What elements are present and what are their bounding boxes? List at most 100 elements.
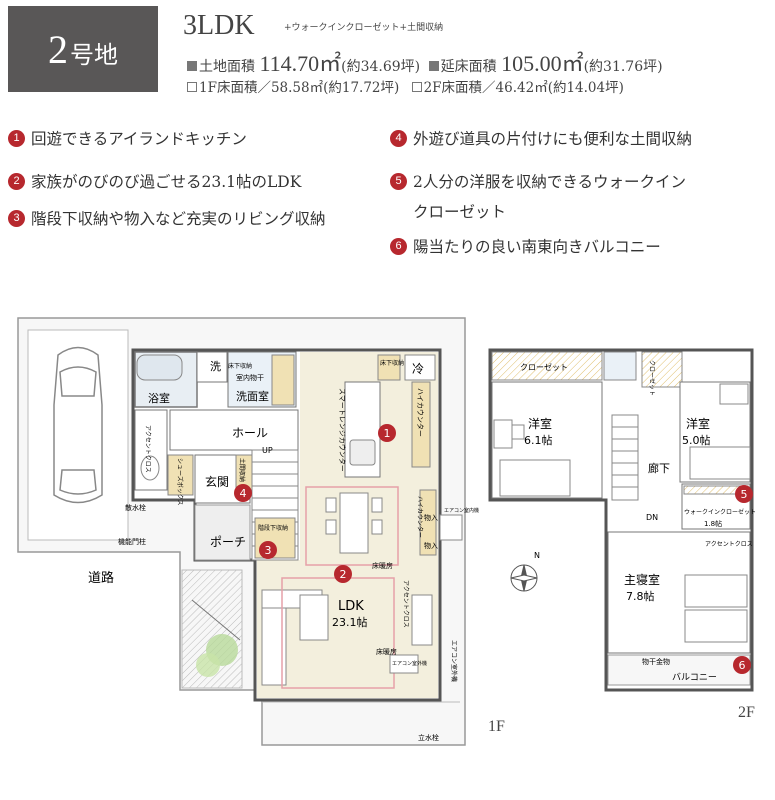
washroom-label: 洗面室 xyxy=(236,389,269,403)
floor-label: 延床面積 xyxy=(440,59,497,75)
marker-4: 4 xyxy=(234,484,252,502)
bed-master-1 xyxy=(684,574,748,608)
room1-size: 6.1帖 xyxy=(524,434,553,447)
area-main-line: 土地面積 114.70㎡(約34.69坪) 延床面積 105.00㎡(約31.7… xyxy=(187,46,663,78)
svg-text:1: 1 xyxy=(384,427,391,440)
land-label: 土地面積 xyxy=(199,59,255,75)
marker-2: 2 xyxy=(334,565,352,583)
compass-icon xyxy=(510,564,538,592)
feature-text: 階段下収納や物入など充実のリビング収納 xyxy=(31,210,326,228)
land-value: 114.70㎡ xyxy=(259,51,342,76)
layout-title: 3LDK xyxy=(183,10,255,41)
closet-2 xyxy=(641,351,683,388)
floor-tsubo: (約31.76坪) xyxy=(583,59,663,75)
square-outline-icon xyxy=(187,82,197,92)
bath-label: 浴室 xyxy=(148,391,170,405)
floor1-label: 1F xyxy=(488,718,505,735)
stairs-2f xyxy=(611,414,639,501)
number-badge: 6 xyxy=(390,237,407,255)
shoe-label: シューズボックス xyxy=(176,458,184,506)
feature-text: クローゼット xyxy=(413,203,507,221)
number-badge: 3 xyxy=(8,209,25,227)
pantry xyxy=(377,354,401,381)
svg-text:3: 3 xyxy=(265,544,272,557)
balcony-label: バルコニー xyxy=(672,672,717,683)
svg-text:4: 4 xyxy=(240,487,247,500)
square-filled-icon xyxy=(187,61,197,71)
sink xyxy=(349,439,376,466)
smart-counter-label: スマートレンジカウンター xyxy=(338,388,347,472)
ldk-label: LDK xyxy=(338,599,364,614)
bed-1 xyxy=(499,459,571,497)
feature-text: 2人分の洋服を収納できるウォークイン xyxy=(413,173,687,191)
dining-set xyxy=(325,492,383,554)
closet2-label: クローゼット xyxy=(648,360,656,396)
bed-2 xyxy=(689,446,751,480)
desk-1 xyxy=(493,419,513,449)
gate-pillar-label: 機能門柱 xyxy=(118,537,146,546)
marker-1: 1 xyxy=(378,424,396,442)
wash-label: 洗 xyxy=(210,360,221,373)
number-badge: 2 xyxy=(8,172,25,190)
ldk-size-label: 23.1帖 xyxy=(332,616,368,629)
storage-right xyxy=(419,489,437,556)
fridge-label: 冷 xyxy=(412,362,424,376)
marker-5: 5 xyxy=(735,485,753,503)
parking-area xyxy=(27,329,129,541)
dn-label: DN xyxy=(646,513,658,522)
floor-value: 105.00㎡ xyxy=(501,51,584,76)
room2-size: 5.0帖 xyxy=(682,434,711,447)
room1-label: 洋室 xyxy=(528,416,552,431)
doma-label: 土間収納 xyxy=(238,458,246,482)
fridge-space xyxy=(404,354,436,381)
lot-number: 2 xyxy=(48,26,68,72)
road-label: 道路 xyxy=(88,570,114,586)
wic-label: ウォークインクローゼット xyxy=(684,508,756,516)
feature-item: 3 階段下収納や物入など充実のリビング収納 xyxy=(8,207,326,229)
floor1-plan: 洗 浴室 室内物干 洗面室 床下収納 アクセントクロス ホール UP 玄関 シュ… xyxy=(17,317,479,746)
floor2-plan: クローゼット クローゼット 洋室 6.1帖 洋室 5.0帖 廊下 DN ウォーク… xyxy=(488,348,756,692)
land-tsubo: (約34.69坪) xyxy=(341,59,421,75)
number-badge: 1 xyxy=(8,129,25,147)
floor2-label: 2F xyxy=(738,704,755,721)
bed-master-2 xyxy=(684,609,748,643)
dining-zone xyxy=(305,486,399,566)
up-label: UP xyxy=(262,446,273,455)
desk-2 xyxy=(719,383,749,405)
closet1-label: クローゼット xyxy=(520,362,568,372)
feature-item: 2 家族がのびのび過ごせる23.1帖のLDK xyxy=(8,170,301,192)
svg-text:5: 5 xyxy=(741,488,748,501)
shoe-box xyxy=(167,454,194,496)
storage-a-label: 物入 xyxy=(424,513,438,522)
bathtub xyxy=(136,354,183,381)
floor-heating-label: 床暖房 xyxy=(372,561,393,570)
hall xyxy=(169,409,299,451)
high-counter-label-2: ハイカウンター xyxy=(416,496,424,538)
area-sub-line: 1F床面積／58.58㎡(約17.72坪) 2F床面積／46.42㎡(約14.0… xyxy=(187,76,624,96)
washroom-shelf xyxy=(271,354,295,406)
sprinkler-label: 散水栓 xyxy=(125,503,146,512)
number-badge: 5 xyxy=(390,172,407,190)
porch-label: ポーチ xyxy=(210,535,246,549)
feature-text: 家族がのびのび過ごせる23.1帖のLDK xyxy=(31,173,302,191)
tv-board xyxy=(411,594,433,646)
floor-heating-label-2: 床暖房 xyxy=(376,647,397,656)
storage-b-label: 物入 xyxy=(424,541,438,550)
indoor-dry-label: 室内物干 xyxy=(236,373,264,382)
f1-area: 1F床面積／58.58㎡(約17.72坪) xyxy=(199,80,400,96)
porch xyxy=(194,504,251,561)
accent-cross-label: アクセントクロス xyxy=(144,425,151,473)
room2-label: 洋室 xyxy=(686,416,710,431)
wic-size: 1.8帖 xyxy=(704,519,722,528)
wash-space xyxy=(196,351,228,383)
closet-1 xyxy=(491,351,603,381)
marker-3: 3 xyxy=(259,541,277,559)
compass-n: N xyxy=(534,551,540,560)
hallway-label: 廊下 xyxy=(648,461,670,475)
lot-suffix: 号地 xyxy=(70,40,118,69)
master-size: 7.8帖 xyxy=(626,590,655,603)
entrance-label: 玄関 xyxy=(205,474,229,489)
